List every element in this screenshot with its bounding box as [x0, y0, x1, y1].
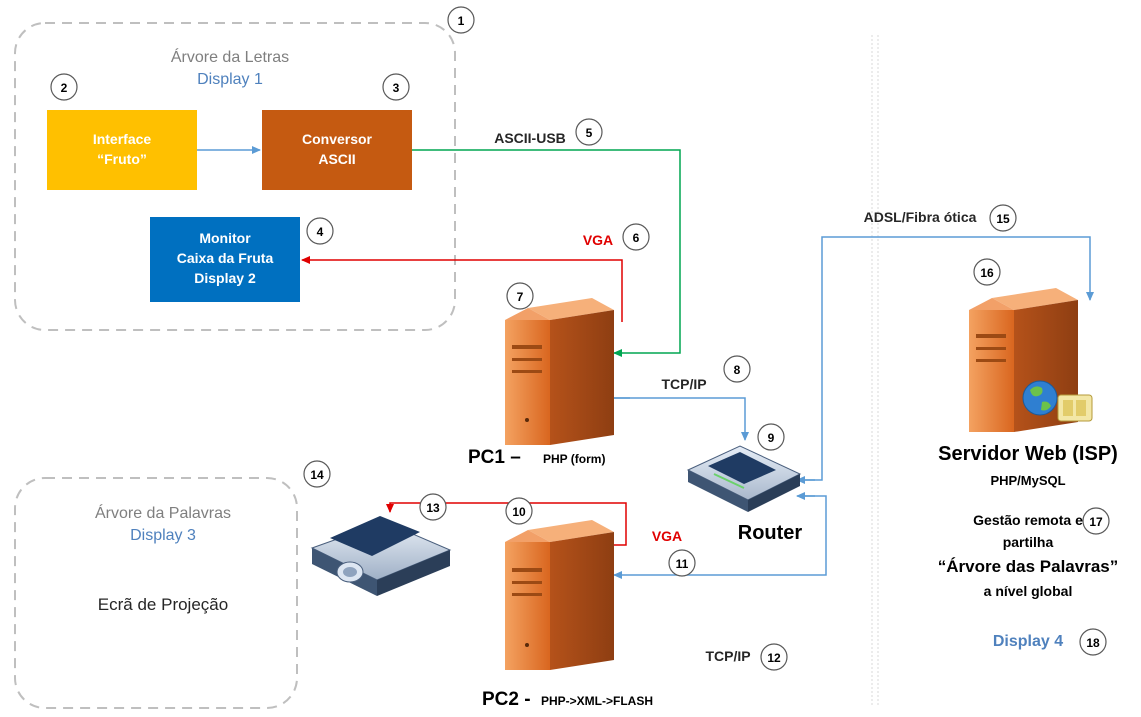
pc2-sub-label: PHP->XML->FLASH	[541, 694, 653, 708]
web-server-sub-label: PHP/MySQL	[990, 473, 1065, 488]
badge-16: 16	[973, 258, 1001, 286]
conversor-ascii-box	[262, 110, 412, 190]
interface-line1: Interface	[93, 131, 152, 147]
badge-14: 14	[303, 460, 331, 488]
group2-subtitle: Display 3	[130, 527, 196, 544]
group1-title: Árvore da Letras	[171, 47, 289, 66]
projection-screen-label: Ecrã de Projeção	[98, 595, 228, 614]
pc1-sub-label: PHP (form)	[543, 452, 605, 466]
pc1-server-icon	[505, 298, 614, 445]
interface-line2: “Fruto”	[97, 151, 147, 167]
router-icon	[686, 445, 802, 512]
pc2-server-icon	[505, 520, 614, 670]
conversor-line2: ASCII	[318, 151, 355, 167]
vga2-label: VGA	[652, 528, 682, 544]
pc2-label: PC2 -	[482, 689, 531, 710]
ascii-usb-label: ASCII-USB	[494, 130, 566, 146]
vga1-link	[301, 256, 623, 322]
svg-text:11: 11	[676, 557, 689, 571]
svg-text:5: 5	[586, 126, 593, 140]
tcpip1-link	[614, 397, 749, 441]
projector-icon	[310, 516, 452, 596]
svg-text:1: 1	[458, 14, 465, 28]
badge-17: 17	[1082, 507, 1110, 535]
badge-11: 11	[668, 549, 696, 577]
display4-label: Display 4	[993, 633, 1063, 650]
web-server-label: Servidor Web (ISP)	[938, 443, 1118, 465]
badge-1: 1	[447, 6, 475, 34]
badge-13: 13	[419, 493, 447, 521]
svg-text:12: 12	[767, 651, 781, 665]
group1-subtitle: Display 1	[197, 71, 263, 88]
svg-text:13: 13	[426, 501, 440, 515]
badge-5: 5	[575, 118, 603, 146]
globe-icon	[1022, 380, 1058, 416]
monitor-box	[150, 217, 300, 302]
gestao-line3: “Árvore das Palavras”	[938, 557, 1119, 576]
gestao-line4: a nível global	[984, 583, 1073, 599]
monitor-line1: Monitor	[199, 230, 251, 246]
badge-4: 4	[306, 217, 334, 245]
svg-text:16: 16	[980, 266, 994, 280]
svg-text:7: 7	[517, 290, 524, 304]
badge-2: 2	[50, 73, 78, 101]
badge-10: 10	[505, 497, 533, 525]
svg-text:18: 18	[1086, 636, 1100, 650]
svg-text:2: 2	[61, 81, 68, 95]
svg-text:8: 8	[734, 363, 741, 377]
group-box-display3	[14, 477, 298, 709]
pc1-label: PC1 –	[468, 447, 521, 468]
vga2-link	[386, 502, 627, 546]
svg-text:3: 3	[393, 81, 400, 95]
router-label: Router	[738, 522, 803, 544]
badge-9: 9	[757, 423, 785, 451]
svg-text:15: 15	[996, 212, 1010, 226]
interface-fruto-box	[47, 110, 197, 190]
svg-text:4: 4	[317, 225, 324, 239]
ascii-usb-link	[412, 149, 681, 357]
svg-text:17: 17	[1089, 515, 1103, 529]
badge-6: 6	[622, 223, 650, 251]
svg-text:10: 10	[512, 505, 526, 519]
tcpip2-label: TCP/IP	[705, 648, 750, 664]
group-box-display1	[14, 22, 456, 331]
monitor-line3: Display 2	[194, 270, 256, 286]
badge-15: 15	[989, 204, 1017, 232]
conversor-line1: Conversor	[302, 131, 373, 147]
badge-18: 18	[1079, 628, 1107, 656]
vga1-label: VGA	[583, 232, 613, 248]
badge-7: 7	[506, 282, 534, 310]
badge-12: 12	[760, 643, 788, 671]
gestao-line1: Gestão remota e	[973, 512, 1083, 528]
badge-8: 8	[723, 355, 751, 383]
adsl-label: ADSL/Fibra ótica	[864, 209, 977, 225]
svg-text:9: 9	[768, 431, 775, 445]
film-icon	[1057, 394, 1093, 422]
svg-text:6: 6	[633, 231, 640, 245]
badge-3: 3	[382, 73, 410, 101]
gestao-line2: partilha	[1003, 534, 1054, 550]
monitor-line2: Caixa da Fruta	[177, 250, 274, 266]
group2-title: Árvore da Palavras	[95, 503, 231, 522]
tcpip1-label: TCP/IP	[661, 376, 706, 392]
svg-text:14: 14	[310, 468, 324, 482]
